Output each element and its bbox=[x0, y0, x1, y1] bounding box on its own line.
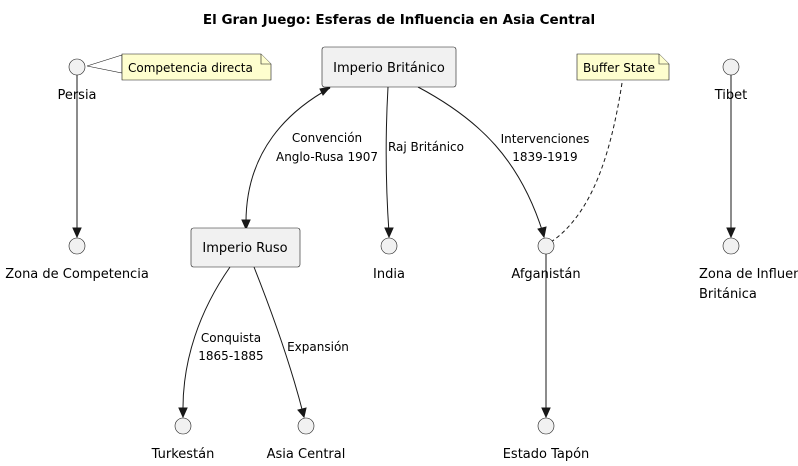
node-persia: Persia bbox=[57, 58, 97, 103]
node-afghanistan: Afganistán bbox=[511, 237, 581, 282]
edge-label-raj: Raj Británico bbox=[388, 140, 464, 154]
arrowhead bbox=[72, 227, 82, 239]
node-circle bbox=[380, 237, 398, 255]
arrowhead bbox=[726, 227, 736, 239]
node-circle bbox=[722, 58, 740, 76]
node-label-british-zone-2: Británica bbox=[699, 287, 757, 302]
node-circle bbox=[68, 58, 86, 76]
note-link-buffer-state bbox=[550, 82, 623, 243]
node-box bbox=[190, 227, 301, 268]
node-label-tibet: Tibet bbox=[714, 88, 748, 103]
edge-convention bbox=[245, 87, 331, 226]
edge-russia-central-asia bbox=[253, 266, 304, 414]
node-label-buffer-state: Estado Tapón bbox=[503, 447, 590, 462]
node-india: India bbox=[373, 237, 405, 282]
edge-british-afghanistan bbox=[417, 86, 544, 234]
edge-label-conquest-2: 1865-1885 bbox=[198, 349, 263, 363]
diagram-title: El Gran Juego: Esferas de Influencia en … bbox=[203, 12, 595, 28]
node-circle bbox=[722, 237, 740, 255]
node-central-asia: Asia Central bbox=[267, 417, 346, 462]
edge-labels: Convención Anglo-Rusa 1907 Raj Británico… bbox=[198, 131, 589, 363]
node-russian-empire: Imperio Ruso bbox=[190, 227, 301, 268]
node-tibet: Tibet bbox=[714, 58, 748, 103]
edge-label-convention-1: Convención bbox=[292, 131, 362, 145]
node-label-persia: Persia bbox=[57, 88, 96, 103]
note-text-direct-competition: Competencia directa bbox=[128, 61, 253, 75]
node-buffer-state: Estado Tapón bbox=[503, 417, 590, 462]
node-label-russian-empire: Imperio Ruso bbox=[202, 241, 287, 256]
arrowhead bbox=[319, 86, 332, 96]
note-box bbox=[576, 53, 670, 81]
edge-label-conquest-1: Conquista bbox=[201, 331, 261, 345]
note-box bbox=[121, 53, 272, 81]
node-label-central-asia: Asia Central bbox=[267, 447, 346, 462]
node-label-turkestan: Turkestán bbox=[151, 447, 215, 462]
edge-label-interventions-1: Intervenciones bbox=[501, 132, 590, 146]
node-circle bbox=[68, 237, 86, 255]
node-label-competition-zone: Zona de Competencia bbox=[5, 267, 149, 282]
arrowhead bbox=[384, 227, 394, 239]
note-buffer-state: Buffer State bbox=[576, 53, 670, 81]
arrowhead bbox=[541, 407, 551, 419]
edges bbox=[72, 75, 736, 419]
node-box bbox=[321, 46, 457, 88]
note-fold bbox=[260, 54, 271, 65]
node-turkestan: Turkestán bbox=[151, 417, 215, 462]
node-label-british-empire: Imperio Británico bbox=[333, 61, 445, 76]
node-circle bbox=[537, 417, 555, 435]
node-british-empire: Imperio Británico bbox=[321, 46, 457, 88]
edge-label-interventions-2: 1839-1919 bbox=[512, 150, 577, 164]
note-direct-competition: Competencia directa bbox=[86, 53, 272, 81]
arrowhead bbox=[178, 407, 188, 419]
node-circle bbox=[537, 237, 555, 255]
note-text-buffer-state: Buffer State bbox=[583, 61, 655, 75]
arrowhead bbox=[297, 407, 307, 419]
edge-russia-turkestan bbox=[182, 266, 231, 414]
note-fold bbox=[658, 54, 669, 65]
arrowhead bbox=[537, 226, 547, 239]
node-label-india: India bbox=[373, 267, 405, 282]
edge-british-india bbox=[385, 86, 390, 234]
node-label-british-zone-1: Zona de Influencia bbox=[699, 267, 798, 282]
node-competition-zone: Zona de Competencia bbox=[5, 237, 149, 282]
arrowhead bbox=[241, 219, 251, 231]
edge-label-expansion: Expansión bbox=[287, 340, 349, 354]
node-circle bbox=[297, 417, 315, 435]
note-connector bbox=[86, 54, 123, 74]
edge-label-convention-2: Anglo-Rusa 1907 bbox=[276, 150, 378, 164]
node-british-zone: Zona de Influencia Británica bbox=[699, 237, 798, 302]
node-label-afghanistan: Afganistán bbox=[511, 267, 580, 282]
node-circle bbox=[174, 417, 192, 435]
